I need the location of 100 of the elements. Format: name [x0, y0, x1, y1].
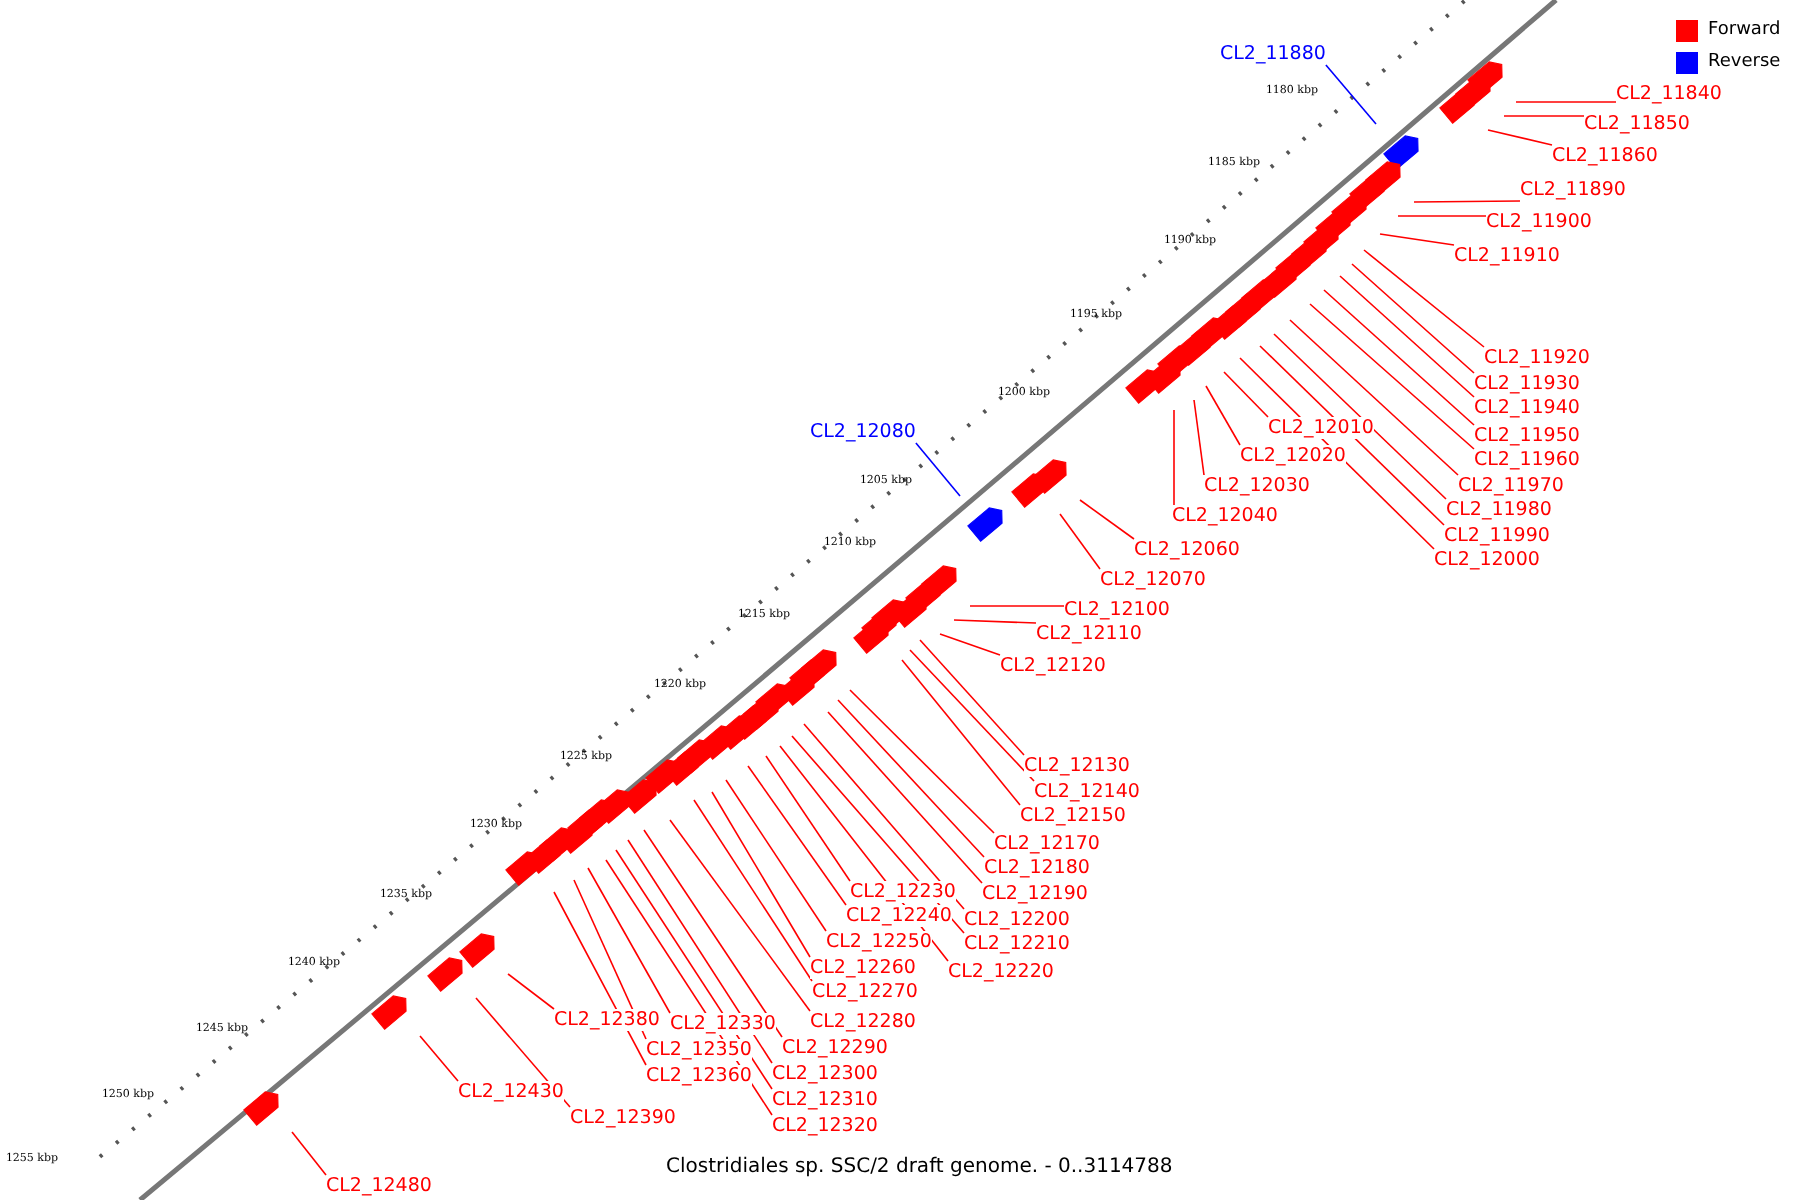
leader-line [747, 765, 847, 906]
gene-label: CL2_12380 [554, 1009, 660, 1031]
leader-line [1503, 115, 1585, 117]
legend-label: Forward [1708, 20, 1781, 42]
gene-label: CL2_12010 [1268, 417, 1374, 439]
leader-line [1515, 101, 1617, 103]
gene-label: CL2_12110 [1036, 623, 1142, 645]
gene-label: CL2_11960 [1474, 449, 1580, 471]
leader-line [1325, 64, 1377, 125]
leader-line [573, 879, 647, 1040]
gene-label: CL2_12290 [782, 1037, 888, 1059]
gene-label: CL2_11930 [1474, 373, 1580, 395]
gene-label: CL2_11880 [1220, 43, 1326, 65]
leader-line [1059, 513, 1101, 570]
gene-label: CL2_12190 [982, 883, 1088, 905]
leader-line [1309, 303, 1475, 450]
gene-label: CL2_12120 [1000, 655, 1106, 677]
leader-line [669, 819, 811, 1012]
gene-label: CL2_11840 [1616, 83, 1722, 105]
leader-line [553, 891, 647, 1066]
leader-line [1397, 215, 1487, 217]
gene-label: CL2_12000 [1434, 549, 1540, 571]
leader-line [1323, 289, 1475, 426]
gene-label: CL2_12140 [1034, 781, 1140, 803]
leader-line [1363, 249, 1485, 348]
leader-line [1239, 357, 1435, 550]
gene-label: CL2_12080 [810, 421, 916, 443]
leader-line [909, 649, 1035, 782]
gene-label: CL2_12430 [458, 1081, 564, 1103]
gene-label: CL2_11910 [1454, 245, 1560, 267]
gene-label: CL2_11970 [1458, 475, 1564, 497]
gene-label: CL2_12330 [670, 1013, 776, 1035]
leader-line [627, 839, 773, 1064]
leader-line [915, 442, 961, 497]
leader-line [1289, 319, 1459, 476]
leader-line [615, 849, 773, 1090]
gene-label: CL2_11850 [1584, 113, 1690, 135]
leader-line [643, 829, 783, 1038]
gene-label: CL2_11980 [1446, 499, 1552, 521]
gene-label: CL2_12320 [772, 1115, 878, 1137]
gene-label: CL2_11890 [1520, 179, 1626, 201]
leader-line [939, 633, 1001, 656]
leader-line [901, 659, 1021, 806]
gene-label: CL2_12280 [810, 1011, 916, 1033]
gene-label: CL2_12220 [948, 961, 1054, 983]
leader-line [605, 859, 773, 1116]
leader-line [827, 711, 983, 884]
gene-label: CL2_12350 [646, 1039, 752, 1061]
leader-line [765, 755, 851, 882]
gene-label: CL2_11940 [1474, 397, 1580, 419]
leader-line [1223, 371, 1269, 418]
leader-line [587, 867, 671, 1014]
gene-label: CL2_12250 [826, 931, 932, 953]
leader-line [791, 735, 965, 934]
gene-label: CL2_12030 [1204, 475, 1310, 497]
gene-label: CL2_12130 [1024, 755, 1130, 777]
leader-line [419, 1035, 459, 1082]
leader-line [1193, 399, 1205, 476]
gene-label: CL2_12200 [964, 909, 1070, 931]
gene-label: CL2_11920 [1484, 347, 1590, 369]
leader-line [1351, 263, 1475, 374]
leader-line [969, 605, 1065, 607]
gene-label: CL2_12150 [1020, 805, 1126, 827]
gene-label: CL2_12170 [994, 833, 1100, 855]
leader-line [1173, 409, 1175, 506]
leader-line [1487, 129, 1553, 146]
gene-label: CL2_12060 [1134, 539, 1240, 561]
gene-label: CL2_11950 [1474, 425, 1580, 447]
gene-label: CL2_12020 [1240, 445, 1346, 467]
legend-label: Reverse [1708, 52, 1781, 74]
leader-line [803, 723, 965, 910]
gene-label: CL2_12070 [1100, 569, 1206, 591]
gene-label: CL2_12240 [846, 905, 952, 927]
leader-line [1339, 275, 1475, 398]
gene-label: CL2_12260 [810, 957, 916, 979]
leader-line [725, 779, 827, 932]
leader-line [507, 973, 555, 1010]
gene-label: CL2_12040 [1172, 505, 1278, 527]
gene-label: CL2_12480 [326, 1175, 432, 1197]
leader-line [475, 997, 571, 1108]
leader-line [779, 745, 949, 962]
gene-label: CL2_11990 [1444, 525, 1550, 547]
gene-label: CL2_12360 [646, 1065, 752, 1087]
caption: Clostridiales sp. SSC/2 draft genome. - 0..3114788 [666, 1156, 1173, 1178]
leader-line [837, 699, 985, 858]
leader-line [1379, 233, 1455, 246]
leader-line [1205, 385, 1241, 446]
gene-label: CL2_11900 [1486, 211, 1592, 233]
leader-line [1413, 200, 1521, 203]
leader-line [849, 689, 995, 834]
gene-label: CL2_12210 [964, 933, 1070, 955]
gene-label: CL2_11860 [1552, 145, 1658, 167]
leader-line [919, 639, 1025, 756]
leader-line [1273, 333, 1447, 500]
leader-line [711, 791, 811, 958]
leader-line [1079, 499, 1135, 540]
gene-label: CL2_12310 [772, 1089, 878, 1111]
leader-line [953, 619, 1037, 624]
leader-line [1259, 345, 1445, 526]
gene-label: CL2_12300 [772, 1063, 878, 1085]
